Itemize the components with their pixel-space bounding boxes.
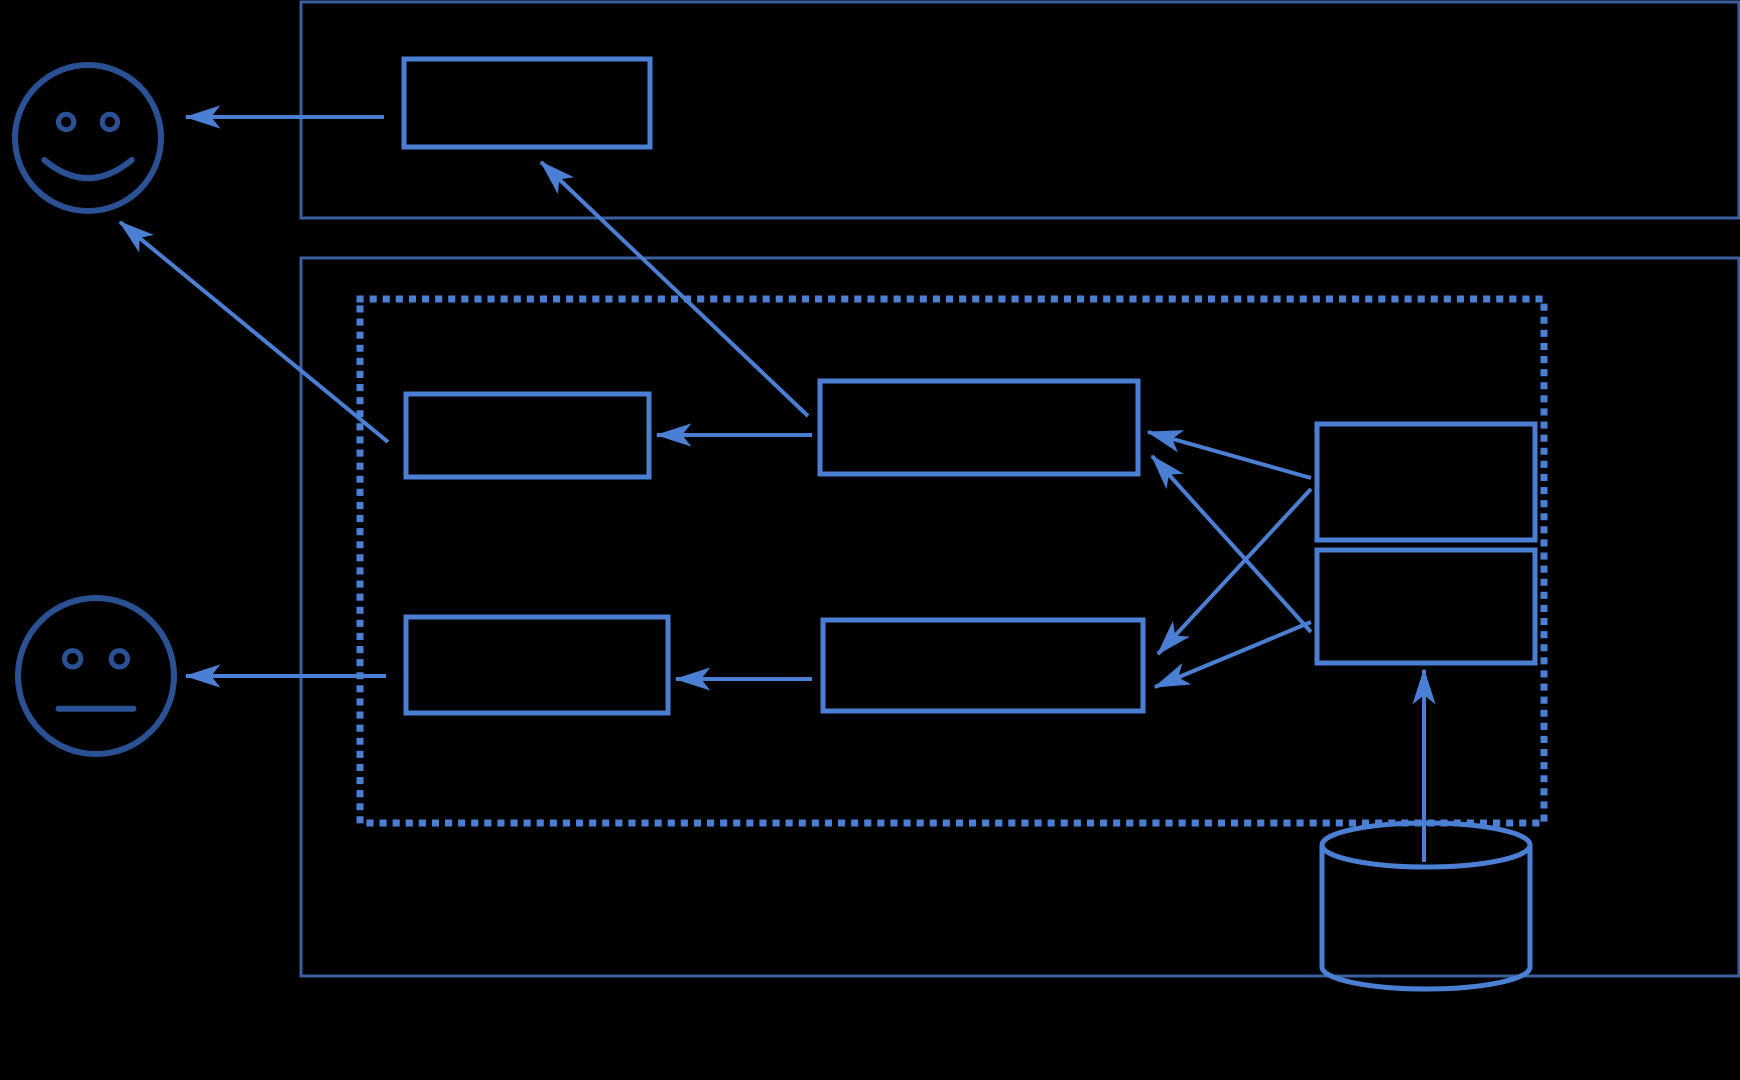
- right-eye-icon: [99, 111, 121, 133]
- arrow-right-upper-to-lower-middle: [1156, 487, 1313, 656]
- right-eye-icon: [108, 648, 131, 670]
- right-upper-box[interactable]: [1314, 421, 1538, 543]
- upper-left-box-outline: [403, 391, 652, 480]
- upper-middle-box[interactable]: [817, 378, 1141, 477]
- boxes-layer: [401, 56, 1538, 716]
- top-process-box[interactable]: [401, 56, 653, 150]
- arrow-right-lower-to-upper-middle: [1150, 454, 1313, 634]
- face-outline: [15, 595, 177, 757]
- top-process-box-outline: [401, 56, 653, 150]
- left-eye-icon: [61, 648, 84, 670]
- right-lower-box-outline: [1314, 547, 1538, 666]
- face-outline: [12, 62, 164, 214]
- upper-middle-box-outline: [817, 378, 1141, 477]
- lower-middle-box[interactable]: [820, 617, 1146, 714]
- top-outer-container: [299, 0, 1740, 220]
- lower-left-box[interactable]: [403, 614, 671, 716]
- lower-middle-box-outline: [820, 617, 1146, 714]
- left-eye-icon: [55, 111, 77, 133]
- dotted-inner-container: [356, 295, 1548, 827]
- arrow-right-upper-to-upper-middle: [1146, 430, 1312, 480]
- containers-layer: [299, 0, 1740, 978]
- cylinder-body: [1319, 845, 1533, 992]
- arrow-lower-left-to-happy-face: [118, 220, 390, 444]
- right-upper-box-outline: [1314, 421, 1538, 543]
- right-lower-box[interactable]: [1314, 547, 1538, 666]
- actors-layer: [12, 62, 177, 757]
- bottom-outer-container: [299, 256, 1740, 978]
- arrow-upper-middle-to-top-box: [539, 160, 810, 418]
- lower-left-box-outline: [403, 614, 671, 716]
- neutral-user-face[interactable]: [15, 595, 177, 757]
- smile-mouth-icon: [41, 156, 135, 181]
- arrow-right-lower-to-lower-middle: [1153, 620, 1312, 689]
- arrows-layer: [118, 105, 1436, 862]
- happy-user-face[interactable]: [12, 62, 164, 214]
- upper-left-box[interactable]: [403, 391, 652, 480]
